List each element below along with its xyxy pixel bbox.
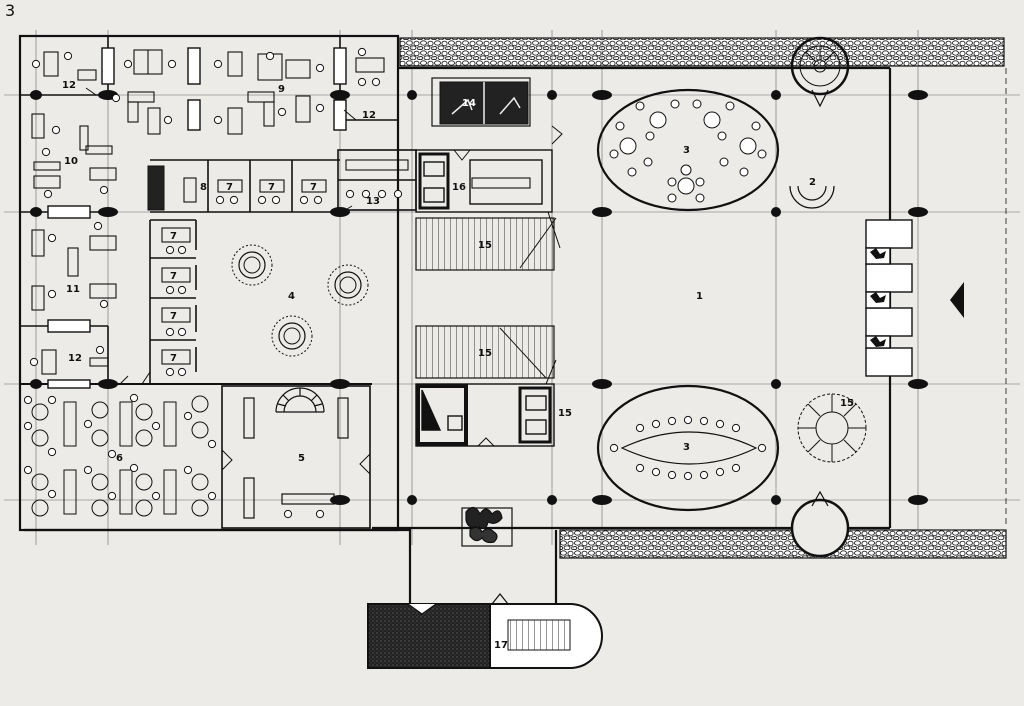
label-office-10: 10 <box>64 156 78 167</box>
spiral-stair-lobby <box>797 393 867 463</box>
core-south <box>415 383 555 447</box>
label-conference-south: 3 <box>683 442 690 453</box>
label-cubicle-e: 7 <box>170 271 177 282</box>
label-spiral-stair: 15 <box>840 398 854 409</box>
planters-vestibule <box>870 248 886 347</box>
planter-office <box>147 165 165 211</box>
planter-lobby <box>461 506 513 547</box>
dining-furniture <box>31 395 209 517</box>
label-office-12-nw: 12 <box>62 80 76 91</box>
stair-south-cutline <box>499 327 547 379</box>
label-cubicle-a: 7 <box>226 182 233 193</box>
label-office-12-ne: 12 <box>362 110 376 121</box>
toilets-14 <box>439 81 529 125</box>
doors <box>85 87 563 475</box>
reception-desk <box>789 185 835 209</box>
conference-north-seats <box>609 99 767 203</box>
label-cubicle-g: 7 <box>170 353 177 364</box>
figure-number: 3 <box>5 1 15 20</box>
label-stair-south: 15 <box>478 348 492 359</box>
cabinets <box>47 47 347 389</box>
label-stair-north: 15 <box>478 240 492 251</box>
stair-south-treads <box>415 325 555 379</box>
label-lounge: 4 <box>288 291 295 302</box>
label-dining: 6 <box>116 453 123 464</box>
elevator-south-tower <box>790 490 850 558</box>
label-office-8: 8 <box>200 182 207 193</box>
office-furniture <box>31 49 531 375</box>
label-lobby: 1 <box>696 291 703 302</box>
stair-hall-chairs <box>283 509 325 519</box>
stair-north-cutline <box>519 217 557 269</box>
stair-north-treads <box>415 217 555 271</box>
label-open-office: 9 <box>278 84 285 95</box>
room-labels: 1 2 3 3 4 5 6 7 7 7 7 7 7 7 8 9 10 11 12… <box>62 80 854 651</box>
conference-south <box>596 384 780 512</box>
lounge-seating <box>231 244 369 357</box>
spiral-stair-5 <box>275 387 325 413</box>
label-office-11: 11 <box>66 284 80 295</box>
label-office-12-sw: 12 <box>68 353 82 364</box>
label-cubicle-d: 7 <box>170 231 177 242</box>
columns <box>30 90 928 505</box>
label-conference-north: 3 <box>683 145 690 156</box>
stair-hall-furniture <box>243 397 349 519</box>
label-stair-hall: 5 <box>298 453 305 464</box>
label-cubicle-c: 7 <box>310 182 317 193</box>
label-reception: 2 <box>809 177 816 188</box>
gravel-planter-north <box>399 37 1005 67</box>
label-cubicle-b: 7 <box>268 182 275 193</box>
label-entry-17: 17 <box>494 640 508 651</box>
spiral-stair-north-tower <box>790 36 850 108</box>
core-16 <box>415 149 553 213</box>
conference-south-table <box>620 431 758 465</box>
label-core-16: 16 <box>452 182 466 193</box>
entrance-arrow-icon <box>950 282 964 318</box>
label-toilets-14: 14 <box>462 98 476 109</box>
conference-north <box>596 88 780 212</box>
entry-block-17 <box>367 593 603 669</box>
gravel-planter-south <box>559 529 1007 559</box>
label-office-13: 13 <box>366 196 380 207</box>
label-toilets-south: 15 <box>558 408 572 419</box>
label-cubicle-f: 7 <box>170 311 177 322</box>
